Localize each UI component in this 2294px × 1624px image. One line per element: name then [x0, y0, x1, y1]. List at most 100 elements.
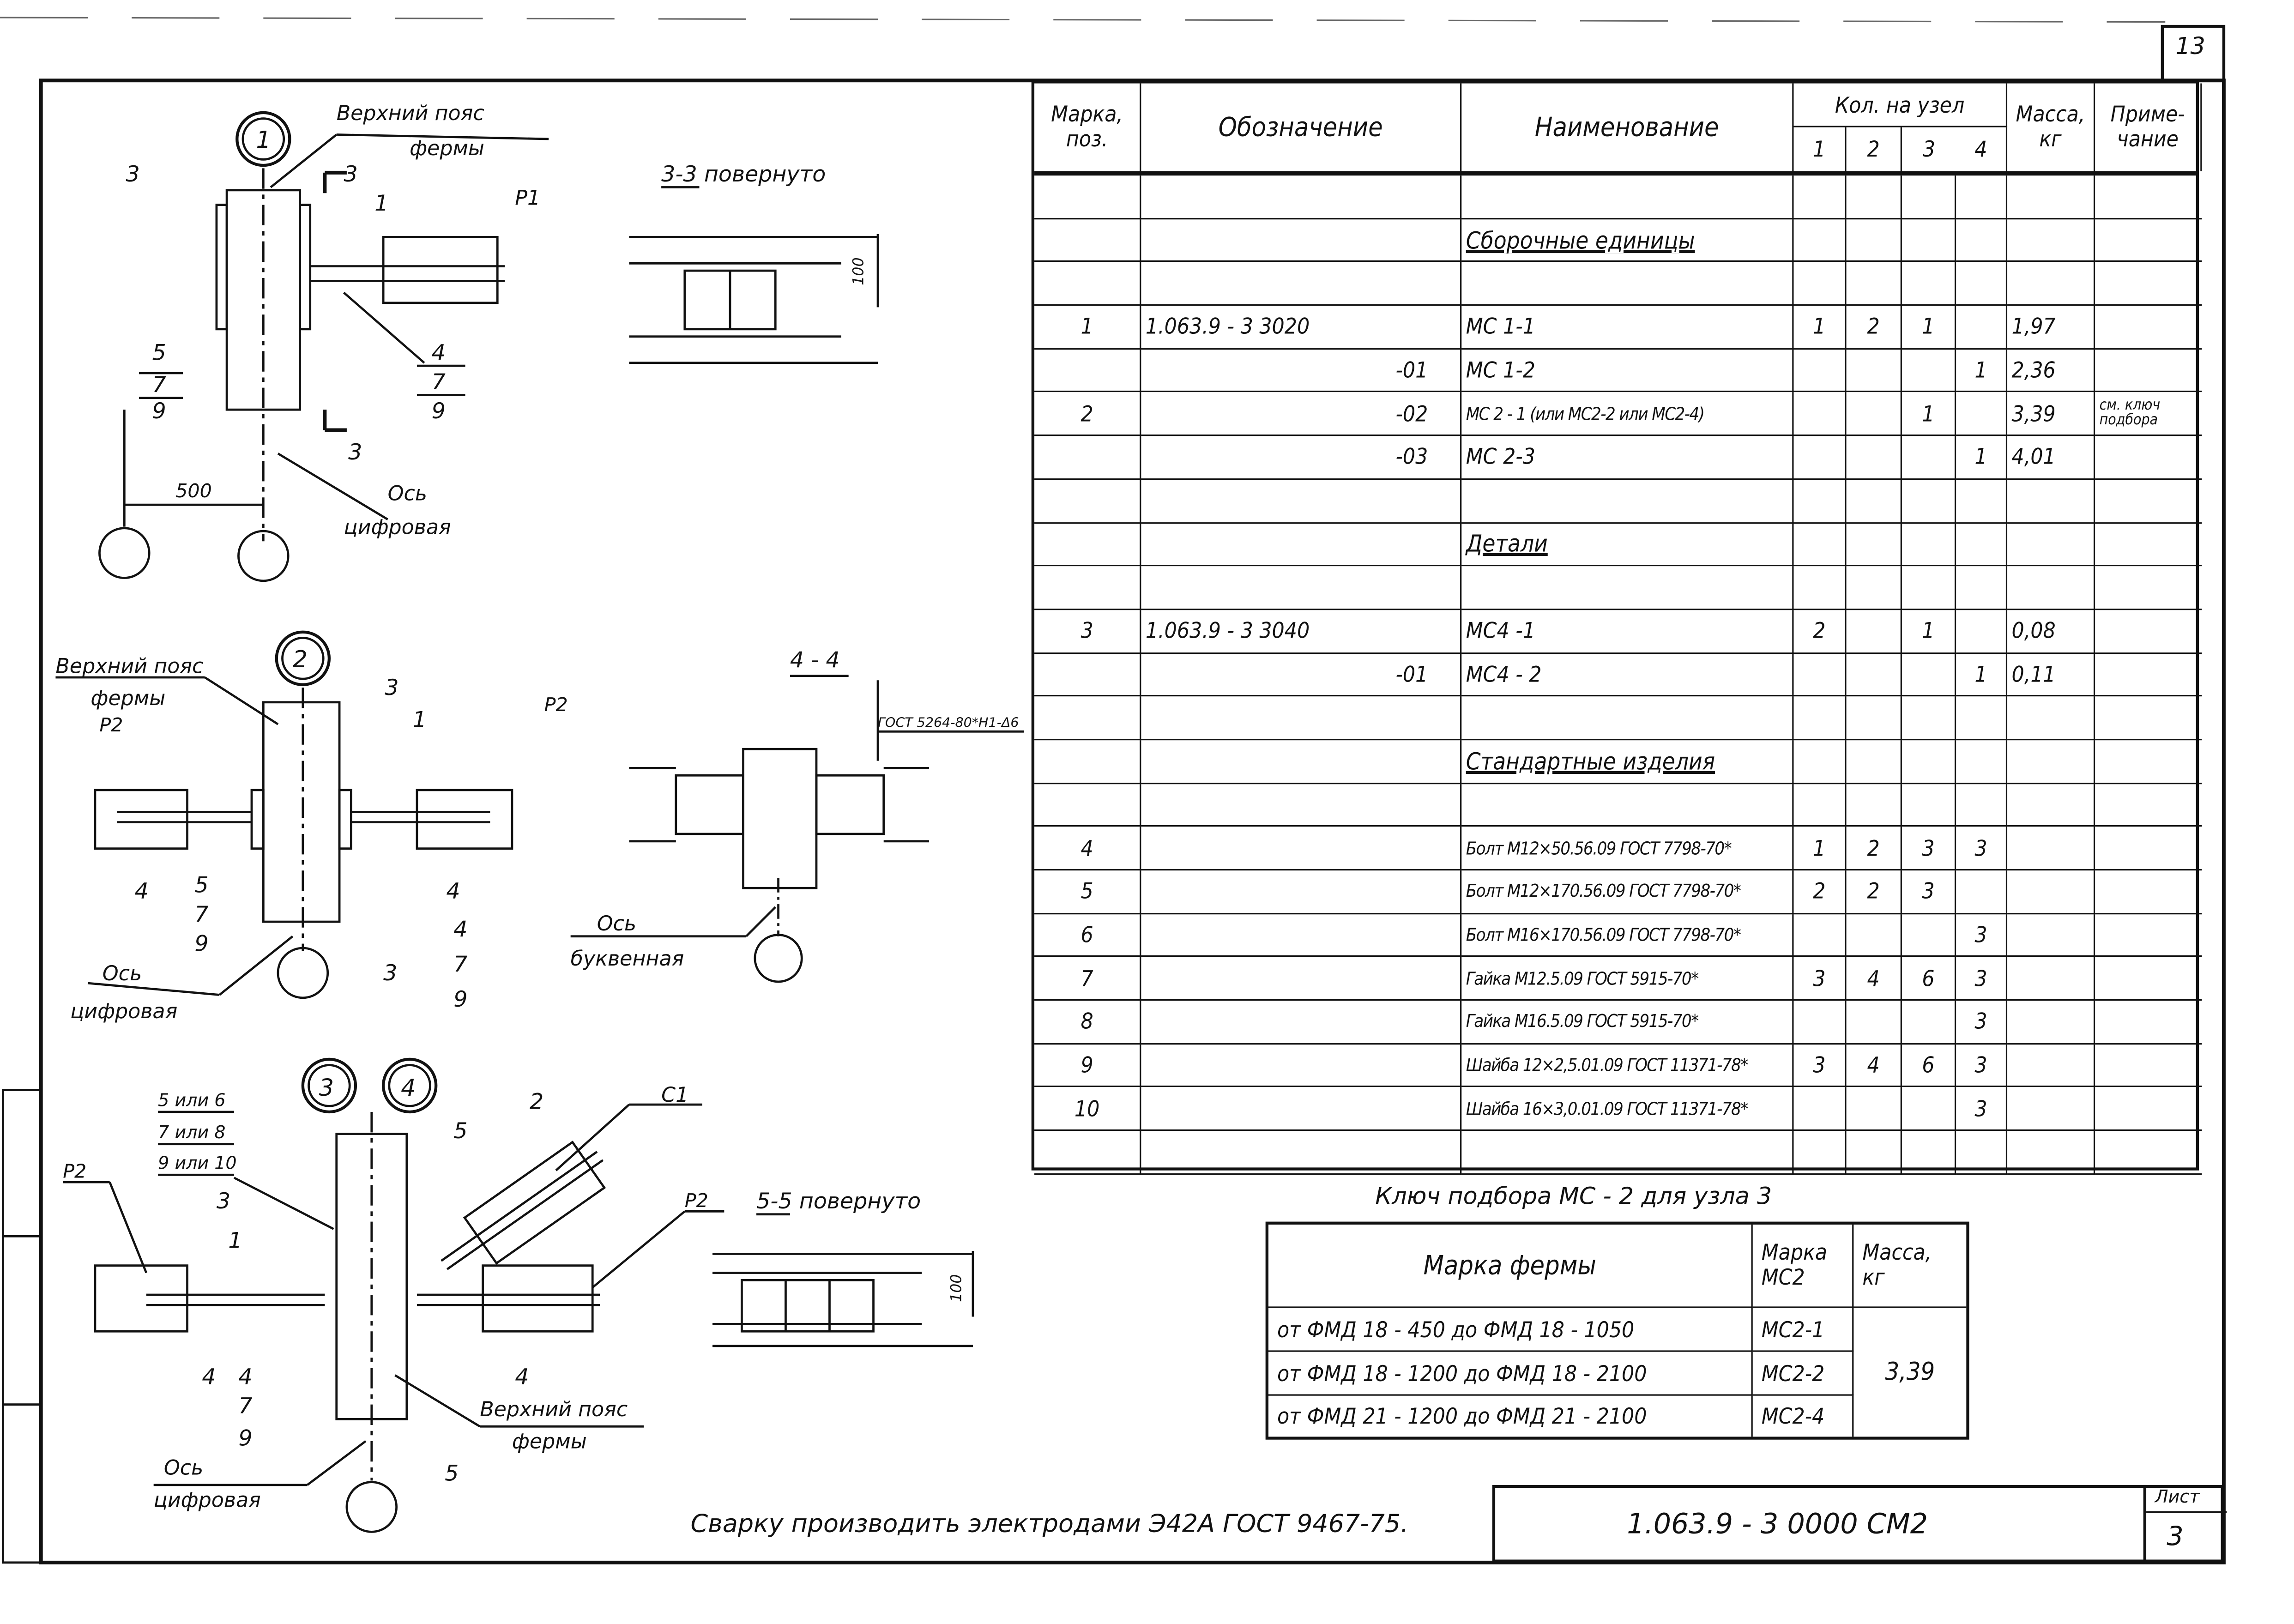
- sheet-box: Лист 3: [2143, 1485, 2227, 1563]
- label: 4: [202, 1364, 216, 1389]
- row-name: Сборочные единицы: [1461, 219, 1794, 263]
- label-axis-type: цифровая: [154, 1488, 261, 1512]
- row-mass: 0,11: [2007, 653, 2095, 697]
- row-name: Гайка М12.5.09 ГОСТ 5915-70*: [1461, 957, 1794, 1001]
- row-qty-1: [1793, 1131, 1847, 1175]
- section-title: 3-3 повернуто: [661, 162, 826, 187]
- node-id: 3: [319, 1074, 334, 1101]
- row-qty-3: [1902, 696, 1956, 741]
- label: 1: [374, 191, 388, 216]
- row-qty-1: [1793, 740, 1847, 784]
- row-name: Шайба 12×2,5.01.09 ГОСТ 11371-78*: [1461, 1044, 1794, 1088]
- row-qty-2: [1846, 566, 1902, 610]
- row-designation: [1141, 1131, 1462, 1175]
- row-mark: 3: [1034, 610, 1141, 653]
- row-qty-1: [1793, 696, 1847, 741]
- row-qty-3: 1: [1902, 392, 1956, 436]
- row-qty-2: [1846, 262, 1902, 306]
- row-qty-3: [1902, 1131, 1956, 1175]
- specification-table: Марка, поз. Обозначение Наименование Кол…: [1031, 80, 2202, 1175]
- row-name: МС 1-1: [1461, 306, 1794, 350]
- label: С1: [661, 1083, 688, 1107]
- row-name: [1461, 784, 1794, 827]
- key-mass: 3,39: [1885, 1358, 1935, 1387]
- key-table: Марка фермы Марка МС2 Масса, кг от ФМД 1…: [1265, 1221, 1969, 1440]
- row-qty-4: 1: [1956, 349, 2008, 393]
- row-mass: 4,01: [2007, 436, 2095, 480]
- table-header: Марка, поз. Обозначение Наименование Кол…: [1034, 83, 2202, 176]
- row-qty-2: [1846, 1001, 1902, 1044]
- row-name: [1461, 262, 1794, 306]
- row-name: Детали: [1461, 523, 1794, 567]
- row-qty-4: 3: [1956, 827, 2008, 871]
- label: 4: [238, 1364, 252, 1389]
- label-axis-type: цифровая: [70, 1000, 177, 1023]
- row-qty-1: 2: [1793, 610, 1847, 653]
- label: 1: [228, 1228, 242, 1254]
- row-mass: 0,08: [2007, 610, 2095, 653]
- label-axis: Ось: [597, 912, 636, 936]
- row-qty-2: 4: [1846, 1044, 1902, 1088]
- row-qty-1: [1793, 1087, 1847, 1131]
- key-header-truss: Марка фермы: [1268, 1224, 1753, 1308]
- row-name: [1461, 175, 1794, 219]
- row-name: Гайка М16.5.09 ГОСТ 5915-70*: [1461, 1001, 1794, 1044]
- row-note: [2095, 436, 2202, 480]
- label: 9: [238, 1425, 252, 1451]
- label: 3: [383, 960, 397, 986]
- row-name: Болт М12×50.56.09 ГОСТ 7798-70*: [1461, 827, 1794, 871]
- label: 7: [432, 369, 446, 395]
- label: 3: [344, 162, 358, 187]
- row-qty-1: [1793, 914, 1847, 958]
- row-qty-4: 3: [1956, 957, 2008, 1001]
- label: 5 или 6: [158, 1090, 225, 1110]
- row-qty-4: [1956, 740, 2008, 784]
- node-2-drawing: 2 Верхний пояс фермы Р2 3 1 Р2 4 5 7 9 4…: [55, 630, 568, 1023]
- row-designation: [1141, 740, 1462, 784]
- row-qty-1: [1793, 523, 1847, 567]
- row-note: [2095, 957, 2202, 1001]
- row-qty-2: [1846, 610, 1902, 653]
- row-mark: [1034, 436, 1141, 480]
- row-designation: -03: [1141, 436, 1462, 480]
- row-qty-4: [1956, 696, 2008, 741]
- row-qty-1: [1793, 784, 1847, 827]
- row-note: [2095, 262, 2202, 306]
- row-designation: [1141, 827, 1462, 871]
- label: 4: [134, 878, 148, 904]
- label: 5: [194, 873, 208, 898]
- row-qty-3: [1902, 914, 1956, 958]
- row-qty-2: [1846, 175, 1902, 219]
- node-id: 2: [293, 646, 308, 673]
- node-3-4-drawing: 3 4 5 или 6 7 или 8 9 или 10 Р2 3 1 2 С1…: [63, 1057, 724, 1533]
- weld-label: ГОСТ 5264-80*Н1-Δ6: [878, 715, 1019, 730]
- row-note: [2095, 697, 2202, 741]
- row-qty-2: [1846, 1131, 1902, 1175]
- row-qty-3: [1902, 784, 1956, 827]
- row-qty-2: 2: [1846, 870, 1902, 914]
- row-designation: [1141, 1087, 1462, 1131]
- row-mark: 9: [1034, 1044, 1141, 1088]
- row-mark: 7: [1034, 957, 1141, 1001]
- row-mark: 8: [1034, 1001, 1141, 1044]
- row-qty-4: [1956, 566, 2008, 610]
- row-designation: [1141, 1044, 1462, 1088]
- row-qty-4: [1956, 306, 2008, 350]
- row-mass: [2007, 1044, 2095, 1088]
- row-mass: [2007, 957, 2095, 1001]
- row-qty-3: [1902, 175, 1956, 219]
- label: Р1: [515, 187, 540, 210]
- label: 7: [152, 372, 166, 398]
- label: Р2: [544, 694, 568, 716]
- row-qty-2: [1846, 1087, 1902, 1131]
- row-designation: -01: [1141, 653, 1462, 697]
- label: 9: [453, 987, 467, 1012]
- row-mark: [1034, 740, 1141, 784]
- row-qty-4: 3: [1956, 1087, 2008, 1131]
- row-qty-1: [1793, 392, 1847, 436]
- row-qty-1: [1793, 436, 1847, 480]
- label: 4: [432, 340, 446, 365]
- row-qty-1: [1793, 219, 1847, 263]
- row-qty-3: [1902, 566, 1956, 610]
